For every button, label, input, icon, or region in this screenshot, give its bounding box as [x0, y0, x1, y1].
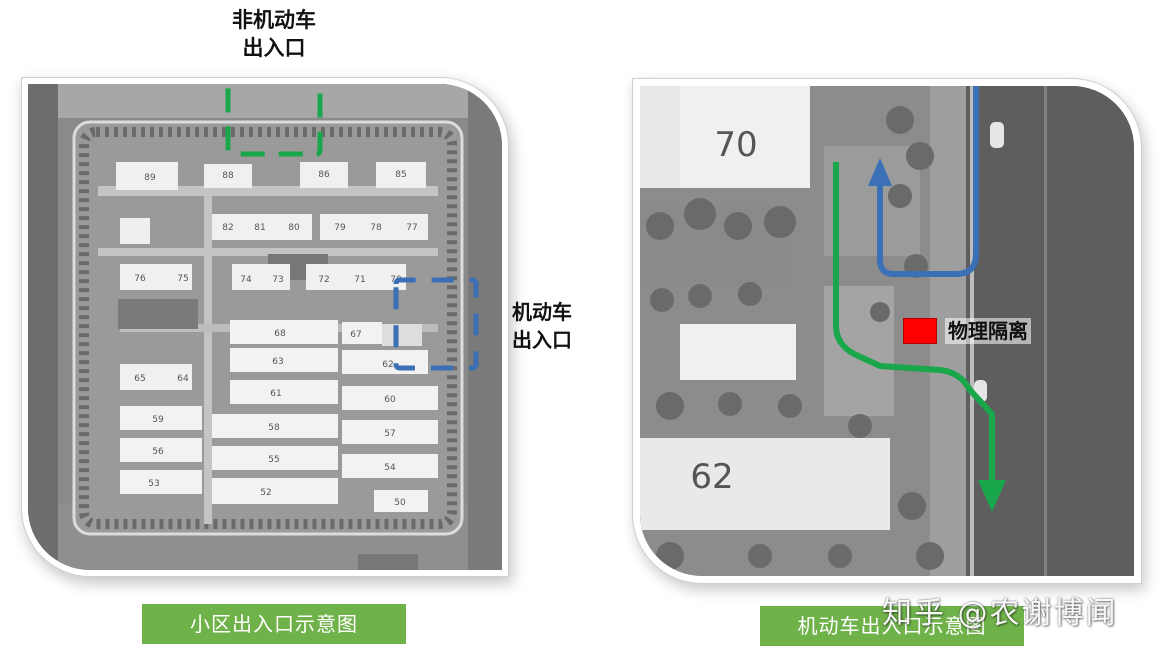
building-number: 86 — [318, 170, 330, 180]
building-number: 67 — [350, 330, 361, 340]
motor-label-line2: 出入口 — [512, 328, 572, 352]
exit-arrow-icon — [868, 158, 892, 186]
building-number: 79 — [334, 223, 346, 233]
building-number: 50 — [394, 498, 406, 508]
vehicle-exit-route — [877, 86, 979, 277]
building-number: 73 — [272, 275, 283, 285]
building-number: 63 — [272, 357, 283, 367]
building-number: 58 — [268, 423, 280, 433]
detail-map-drawing: 70 62 — [640, 86, 1134, 576]
motor-label-line1: 机动车 — [512, 300, 572, 324]
building-number: 64 — [177, 374, 189, 384]
non-motor-label-line1: 非机动车 — [232, 8, 316, 32]
building-number: 70 — [714, 125, 757, 165]
building-number: 55 — [268, 455, 279, 465]
building-number: 60 — [384, 395, 396, 405]
non-motor-label-line2: 出入口 — [242, 36, 306, 60]
non-motor-entrance-label: 非机动车 出入口 — [214, 6, 334, 62]
building-number: 89 — [144, 173, 156, 183]
caption-community-entrances: 小区出入口示意图 — [142, 604, 406, 644]
building-number: 62 — [690, 457, 733, 497]
motor-entrance-label: 机动车 出入口 — [502, 298, 582, 354]
building-number: 72 — [318, 275, 329, 285]
building-number: 85 — [395, 170, 406, 180]
building-number: 75 — [177, 274, 188, 284]
building-number: 52 — [260, 488, 271, 498]
building-number: 74 — [240, 275, 252, 285]
car-icon — [990, 122, 1004, 148]
building-number: 57 — [384, 429, 395, 439]
building-number: 76 — [134, 274, 146, 284]
building-number: 68 — [274, 329, 286, 339]
entry-arrow-icon — [978, 480, 1006, 512]
building-number: 53 — [148, 479, 159, 489]
building-number: 71 — [354, 275, 365, 285]
community-site-plan-map: 89 88 86 85 82 81 80 79 78 77 76 75 74 7… — [28, 84, 502, 570]
site-plan-drawing: 89 88 86 85 82 81 80 79 78 77 76 75 74 7… — [28, 84, 502, 570]
non-motor-entrance-marker — [225, 84, 323, 157]
building-number: 59 — [152, 415, 164, 425]
building-number: 82 — [222, 223, 233, 233]
zhihu-watermark: 知乎 @农谢博闻 — [882, 596, 1118, 631]
building-number: 77 — [406, 223, 417, 233]
vehicle-entry-route — [833, 162, 995, 486]
motor-entrance-detail-map: 70 62 — [640, 86, 1134, 576]
building-number: 62 — [382, 360, 393, 370]
caption-motor-entrance: 机动车出入口示意图 — [760, 606, 1024, 646]
building-number: 65 — [134, 374, 145, 384]
building-number: 78 — [370, 223, 382, 233]
building-number: 61 — [270, 389, 281, 399]
building-number: 80 — [288, 223, 300, 233]
motor-entrance-marker — [393, 277, 479, 371]
physical-barrier-marker — [903, 318, 937, 344]
building-number: 88 — [222, 171, 234, 181]
physical-barrier-label: 物理隔离 — [945, 318, 1031, 344]
building-number: 56 — [152, 447, 164, 457]
building-number: 54 — [384, 463, 396, 473]
building-number: 81 — [254, 223, 265, 233]
